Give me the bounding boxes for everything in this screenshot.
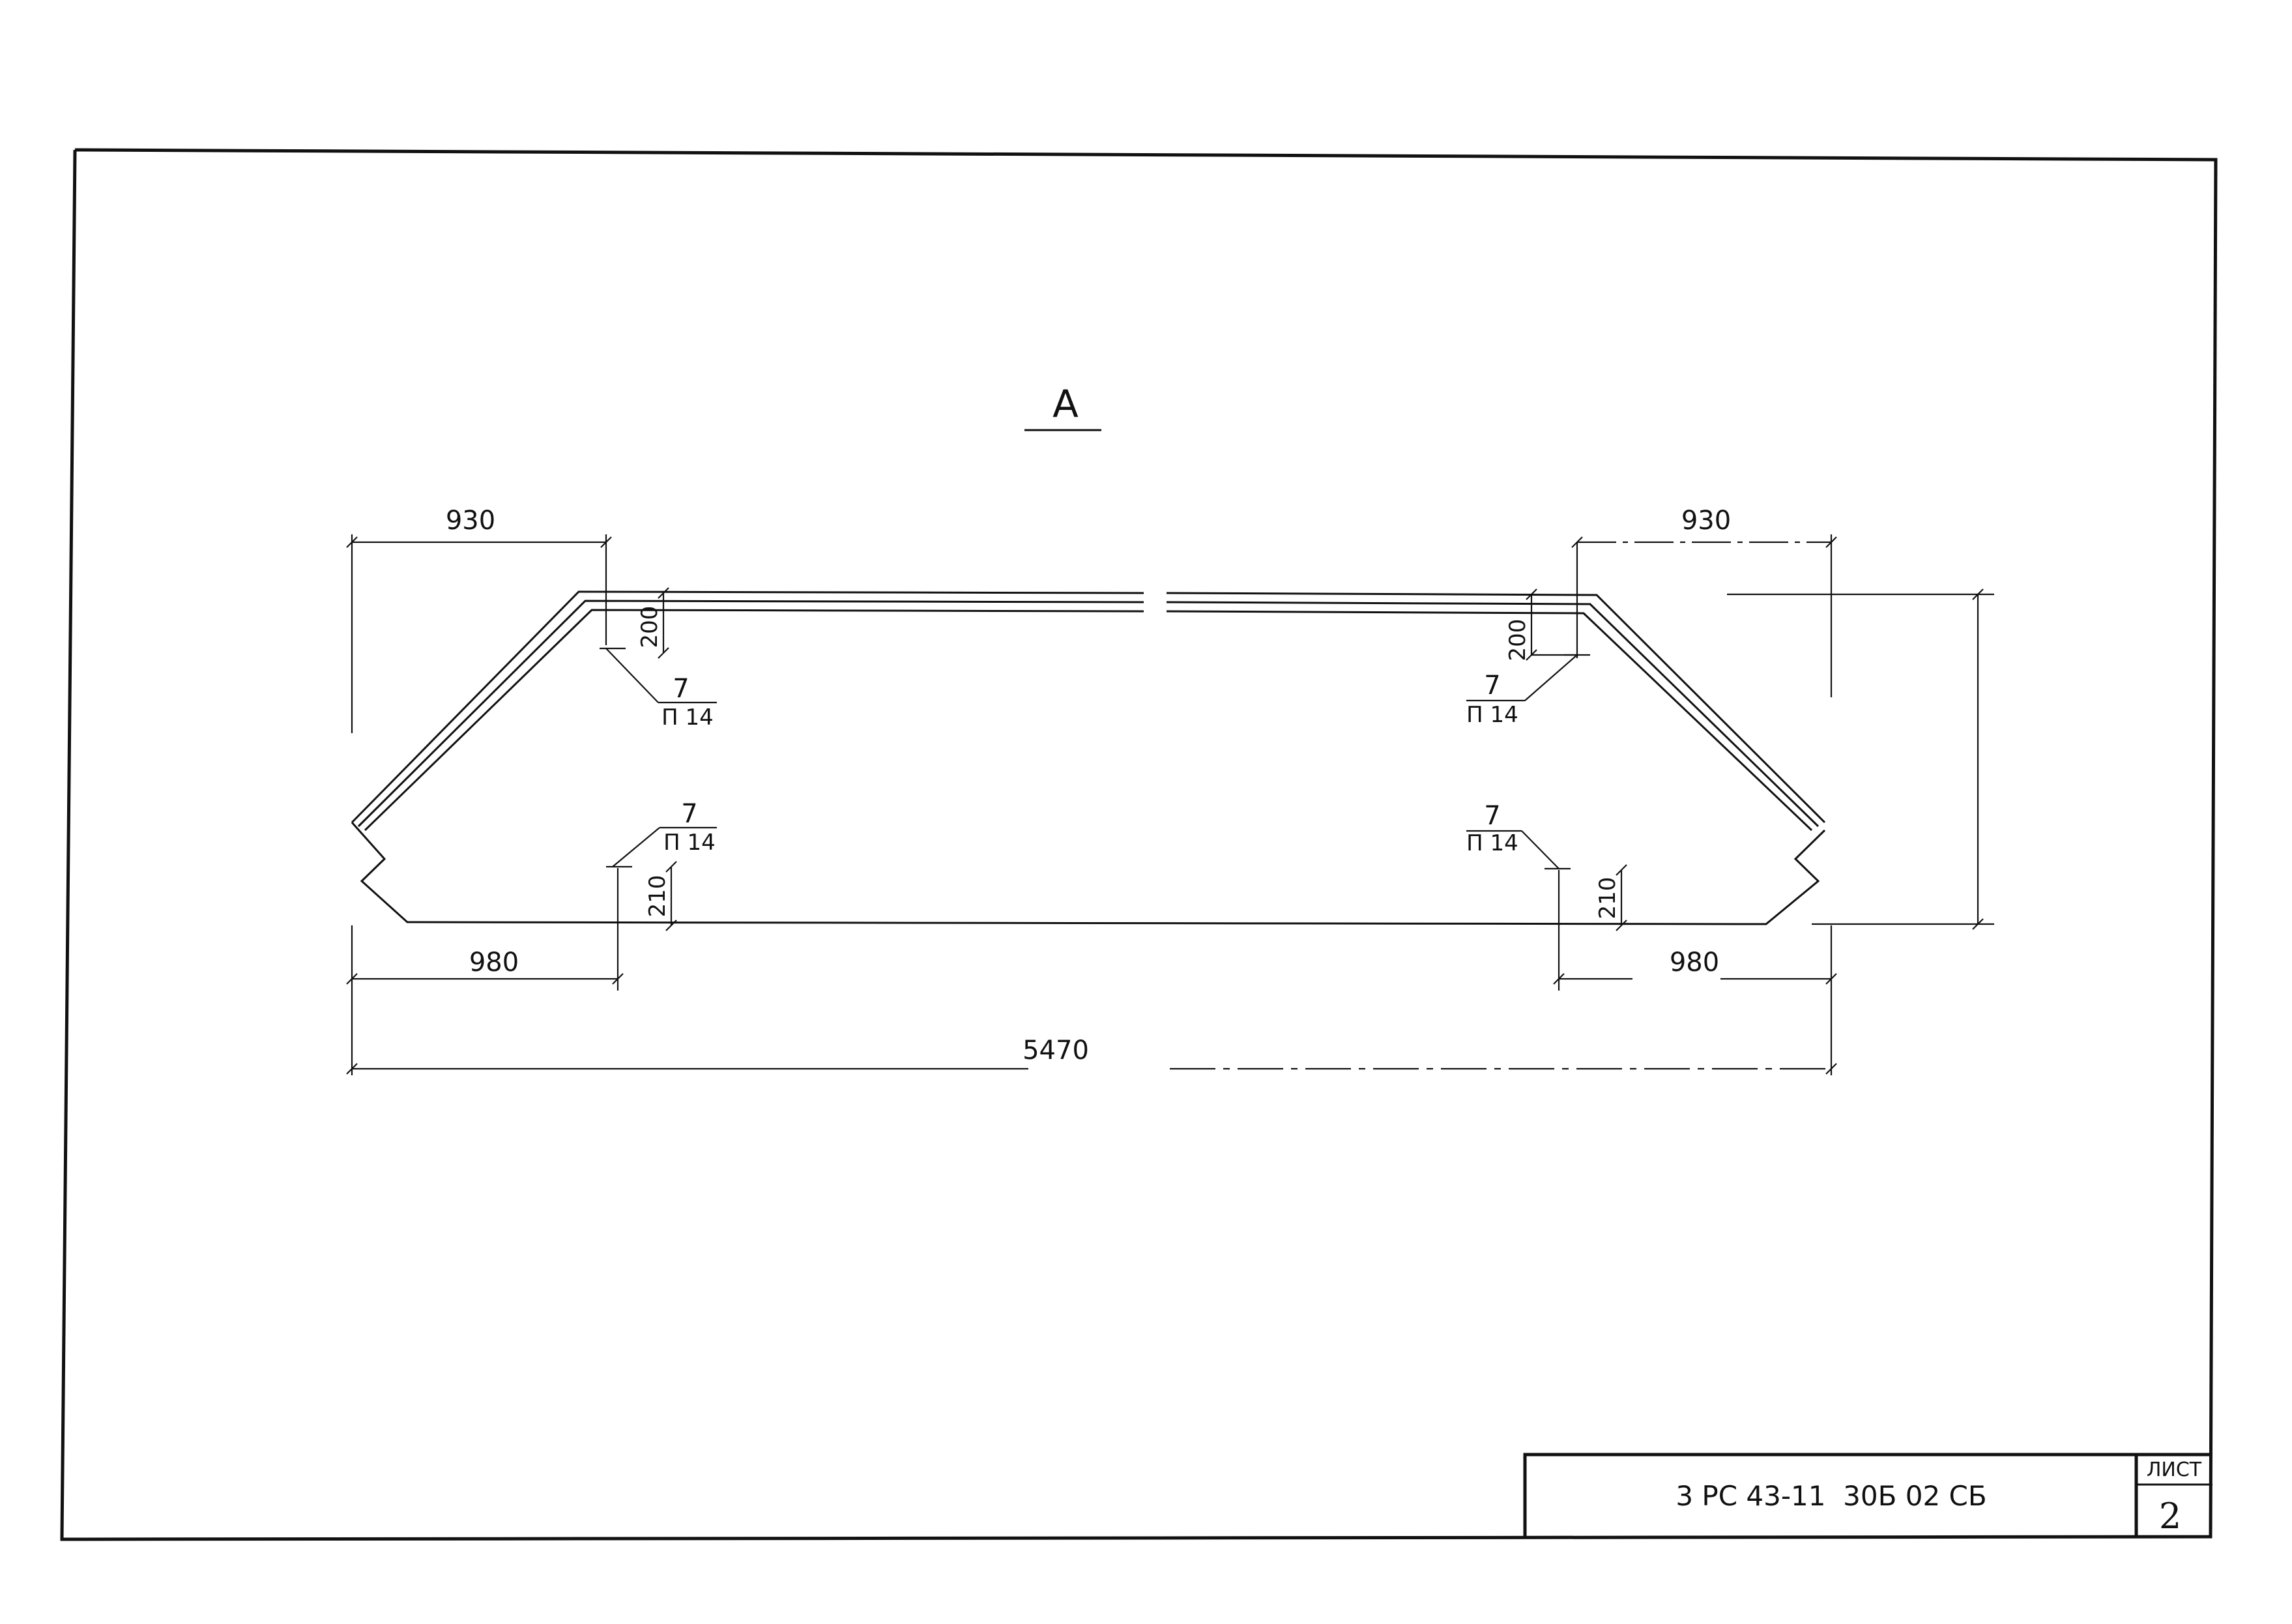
part-outline [351,590,1826,925]
document-designation: 3 РС 43-11 30Б 02 СБ [1675,1480,1986,1512]
callout-bottom-right: 7 П 14 [1466,801,1571,870]
callout-top-right-spec: П 14 [1466,702,1518,728]
callout-bottom-left: 7 П 14 [606,799,717,868]
dim-bottom-left: 980 [469,948,519,978]
sheet-frame [60,148,2218,1541]
dim-offset-top-left: 200 [637,606,663,648]
dim-top-right: 930 [1681,506,1731,536]
dimension-texts: 930 930 980 980 5470 200 200 210 210 [446,506,1731,1066]
sheet-number: 2 [2159,1496,2181,1537]
sheet-label: ЛИСТ [2147,1458,2202,1481]
callout-bottom-right-position: 7 [1484,801,1500,831]
callout-top-left-position: 7 [673,674,689,704]
dim-overall: 5470 [1023,1036,1089,1066]
dim-offset-bottom-left: 210 [645,875,671,918]
dim-top-left: 930 [446,506,495,536]
callout-top-right-position: 7 [1484,671,1500,701]
dim-offset-top-right: 200 [1505,619,1531,661]
callout-bottom-left-spec: П 14 [663,830,716,856]
callout-bottom-right-spec: П 14 [1466,830,1518,856]
title-block: 3 РС 43-11 30Б 02 СБ ЛИСТ 2 [1523,1453,2212,1537]
callout-top-right: 7 П 14 [1466,654,1590,728]
dim-offset-bottom-right: 210 [1595,877,1621,920]
callout-top-left: 7 П 14 [600,647,717,731]
callout-top-left-spec: П 14 [661,704,714,731]
dim-bottom-right: 980 [1670,948,1719,978]
view-title: A [1024,382,1101,431]
dimension-lines [346,534,1994,1075]
view-title-text: A [1052,382,1079,426]
callout-bottom-left-position: 7 [681,799,697,829]
